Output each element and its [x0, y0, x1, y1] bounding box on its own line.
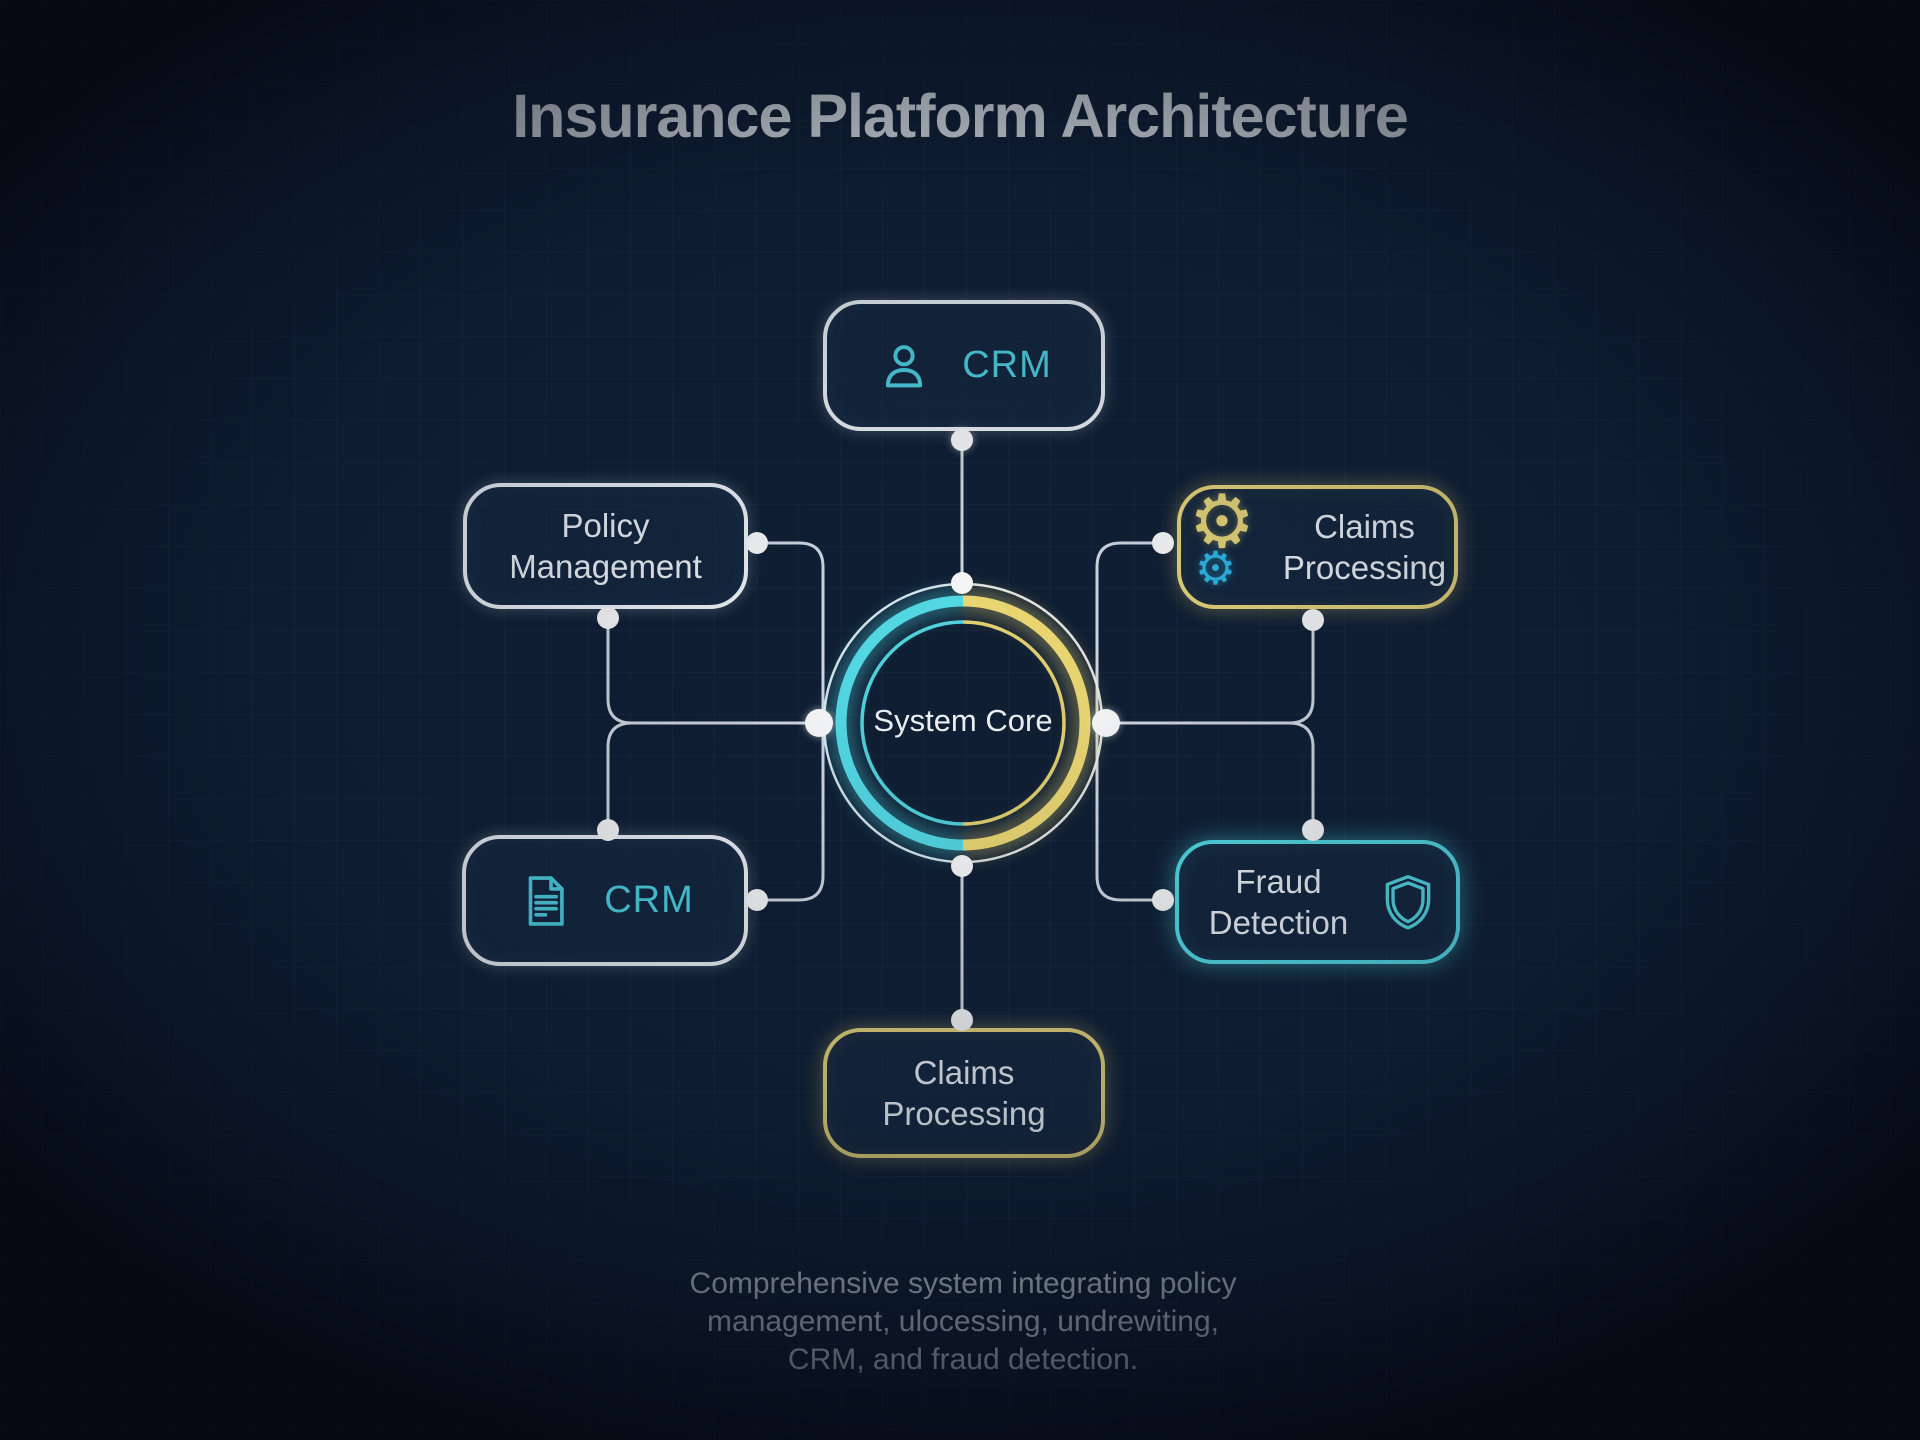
shield-icon — [1377, 871, 1439, 933]
node-policy-management: Policy Management — [463, 483, 748, 609]
caption: Comprehensive system integrating policy … — [613, 1265, 1313, 1379]
node-label: Claims Processing — [1282, 507, 1447, 586]
caption-line: CRM, and fraud detection. — [787, 1343, 1139, 1376]
node-label: Fraud Detection — [1208, 862, 1349, 941]
caption-line: management, ulocessing, undrewiting, — [707, 1305, 1219, 1338]
connector-right-junction — [1104, 618, 1315, 832]
node-label: Claims Processing — [882, 1053, 1046, 1132]
node-fraud-detection: Fraud Detection — [1175, 840, 1460, 964]
node-claims-processing-bottom: Claims Processing — [823, 1028, 1105, 1158]
page-title: Insurance Platform Architecture — [512, 81, 1409, 150]
node-label: Policy Management — [509, 506, 702, 585]
node-crm-top: CRM — [823, 300, 1105, 431]
caption-line: Comprehensive system integrating policy — [689, 1267, 1237, 1300]
node-label: CRM — [604, 878, 694, 921]
document-icon — [516, 872, 574, 930]
node-claims-processing-right: ⚙ ⚙ Claims Processing — [1177, 485, 1458, 609]
system-core-label: System Core — [873, 703, 1053, 738]
node-label: CRM — [962, 343, 1052, 386]
gears-icon: ⚙ ⚙ — [1188, 479, 1256, 595]
node-crm-left: CRM — [462, 835, 748, 966]
connector-left-junction — [606, 616, 822, 832]
person-icon — [876, 338, 932, 394]
